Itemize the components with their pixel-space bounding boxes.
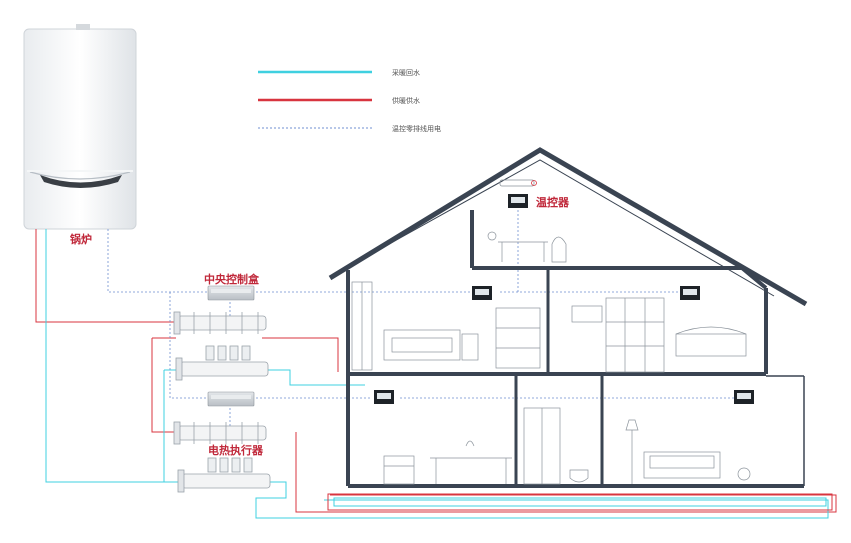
manifold-icon: [173, 311, 267, 335]
floor-heating-coil: [327, 493, 833, 511]
control-box-icon: [207, 285, 255, 301]
boiler-label: 锅炉: [70, 232, 92, 246]
legend-label-supply-water: 供暖供水: [392, 96, 420, 105]
legend-item-supply-water: 供暖供水: [258, 96, 420, 105]
manifold-icon: [177, 457, 271, 493]
legend-label-return-water: 采暖回水: [392, 68, 420, 77]
thermostat-icon: [472, 286, 492, 300]
boiler-icon: [23, 24, 137, 230]
ceiling-light-icon: [499, 179, 537, 187]
thermostat-icon: [374, 390, 394, 404]
thermostat-icon: [508, 194, 528, 208]
thermostat-icon: [680, 286, 700, 300]
actuator-label: 电热执行器: [208, 443, 264, 457]
legend-item-return-water: 采暖回水: [258, 68, 420, 77]
legend: 采暖回水 供暖供水 温控零排线用电: [258, 68, 441, 133]
legend-label-control-wire: 温控零排线用电: [392, 124, 441, 133]
thermostat-label: 温控器: [536, 195, 570, 209]
legend-item-control-wire: 温控零排线用电: [258, 124, 441, 133]
return-pipes: [45, 229, 829, 519]
central-box-label: 中央控制盒: [204, 272, 260, 286]
house: [328, 147, 808, 488]
furniture: [351, 231, 751, 485]
manifold-icon: [173, 421, 267, 445]
manifold-icon: [175, 345, 269, 381]
thermostat-icon: [734, 390, 754, 404]
control-box-icon: [207, 391, 255, 407]
supply-pipes: [35, 229, 837, 513]
